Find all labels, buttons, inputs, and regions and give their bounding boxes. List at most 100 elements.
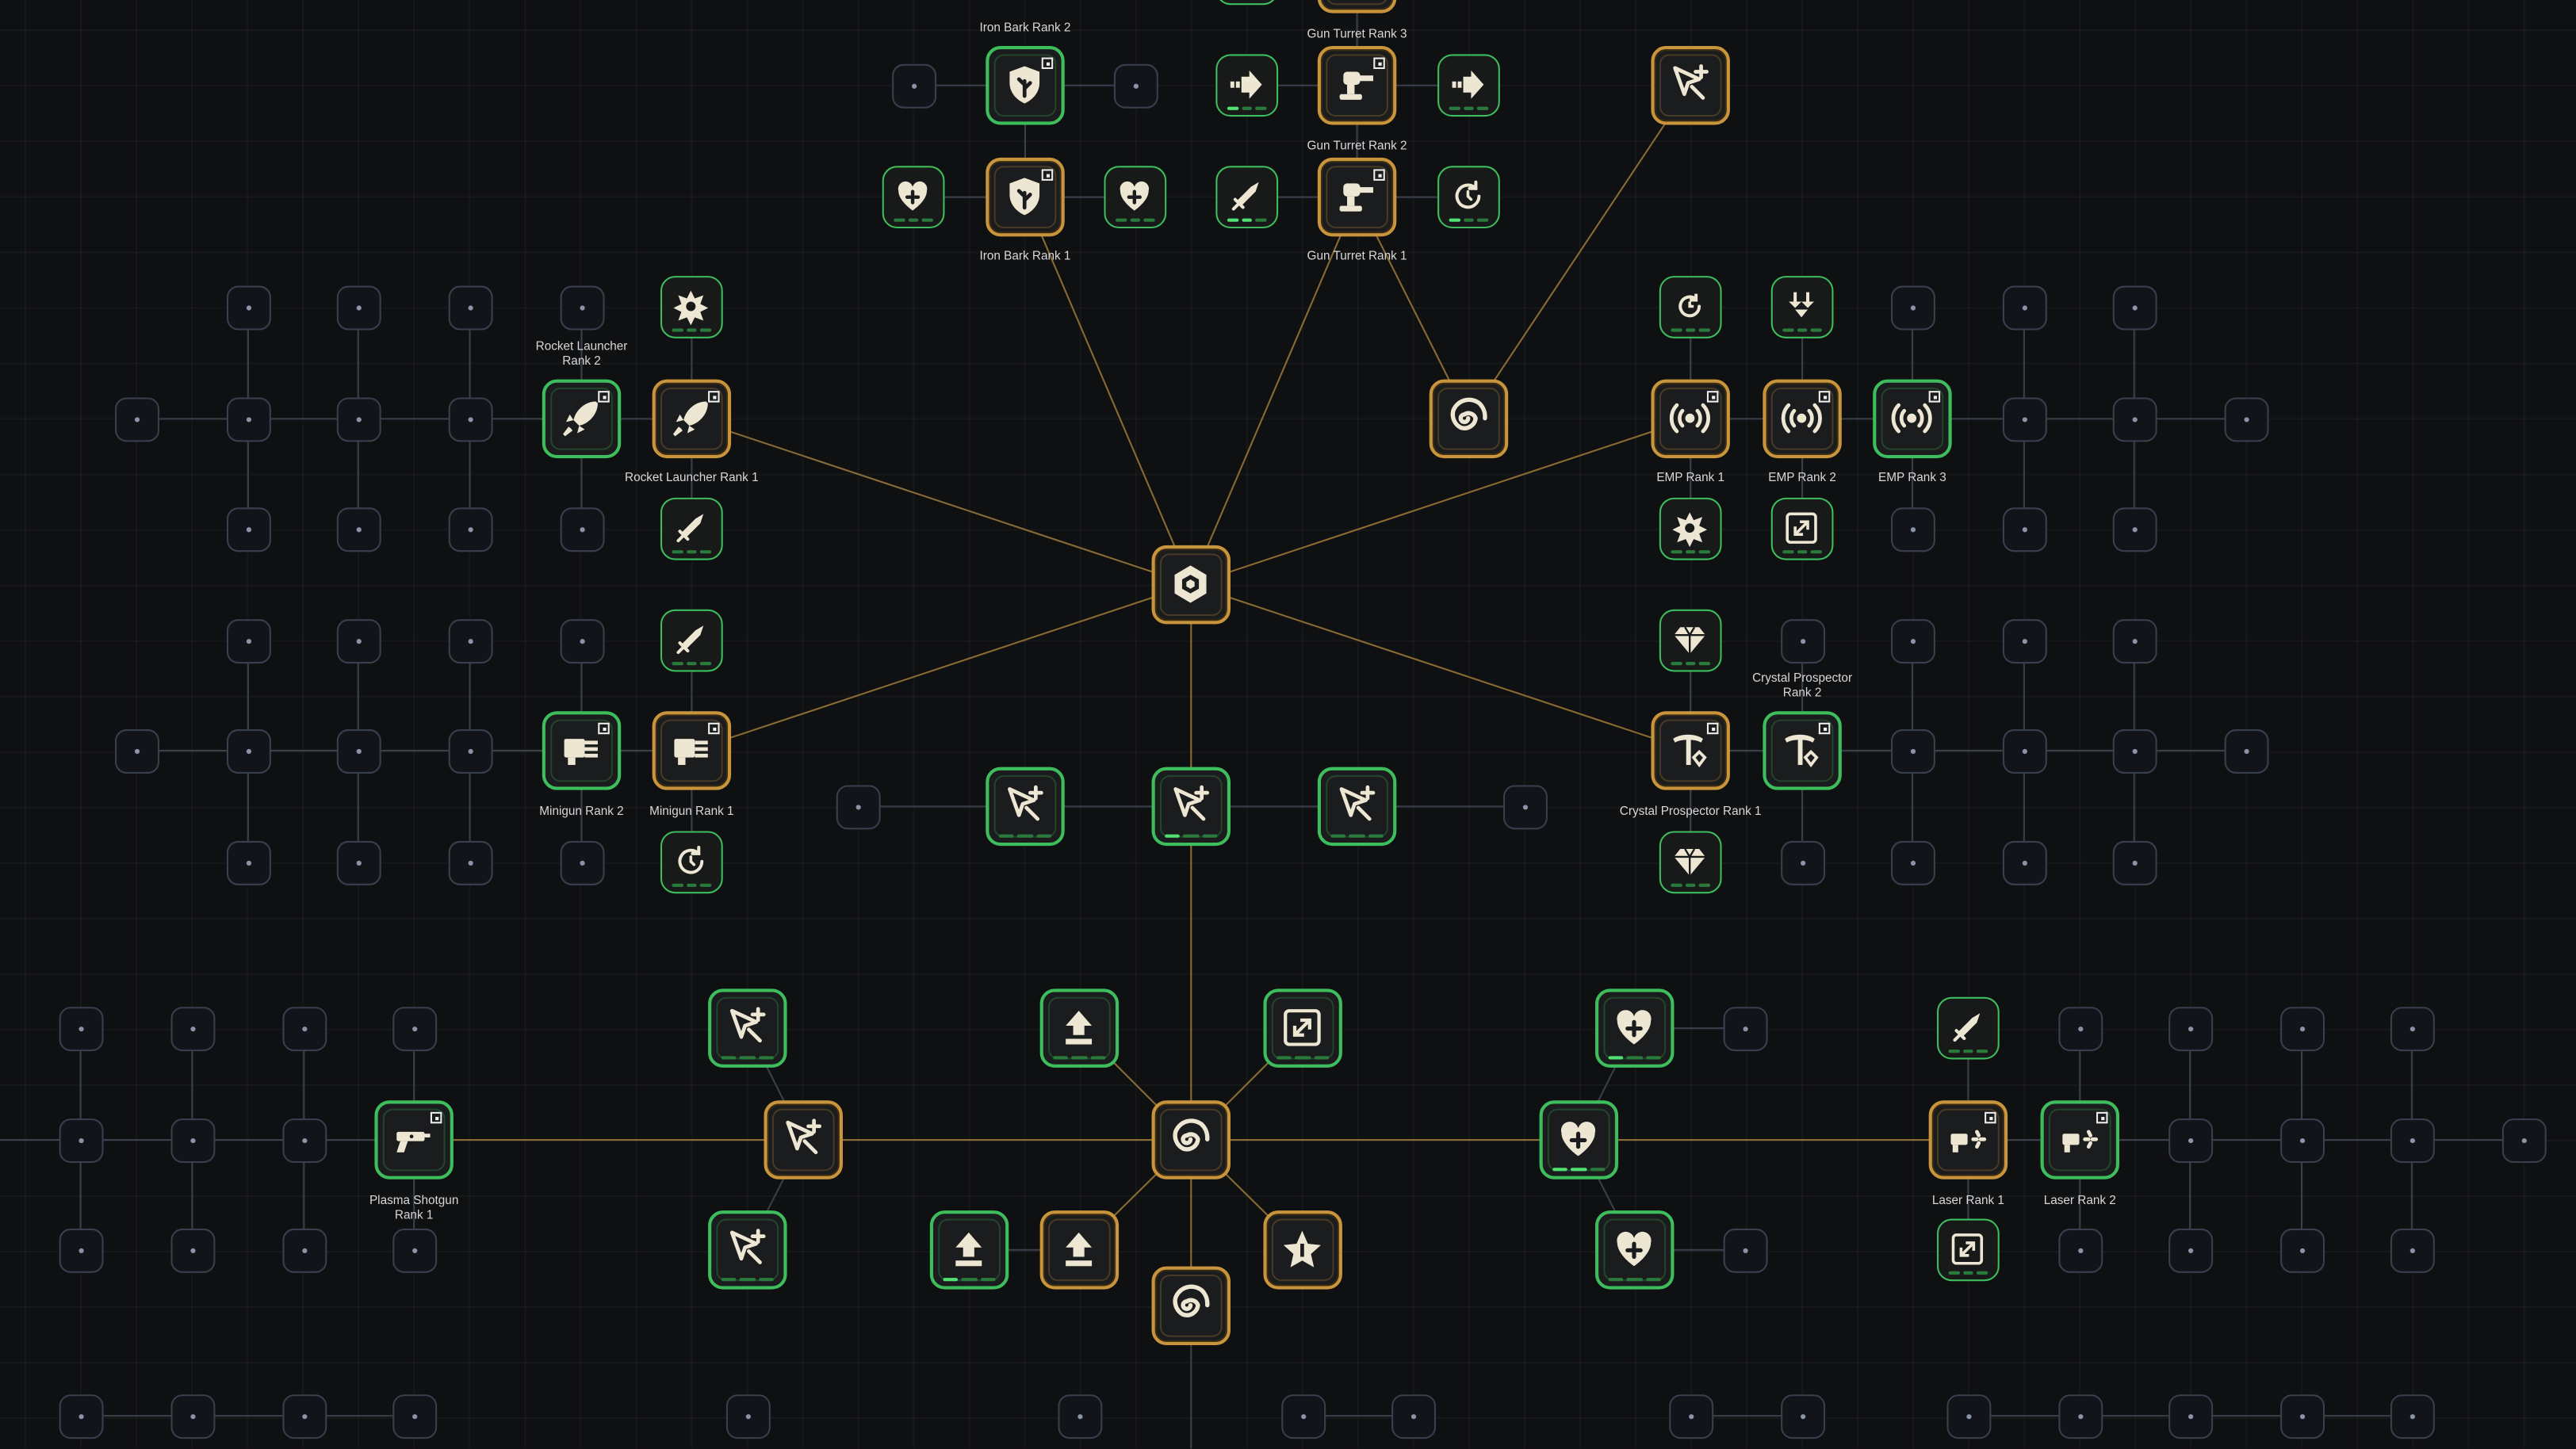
locked-skill-slot[interactable] — [335, 618, 381, 663]
locked-skill-slot[interactable] — [2001, 507, 2046, 552]
skill-node-rocket-launcher-1[interactable] — [652, 379, 732, 459]
skill-node-spiral-top-right[interactable] — [1429, 379, 1509, 459]
locked-skill-slot[interactable] — [835, 784, 880, 829]
locked-skill-slot[interactable] — [2057, 1006, 2103, 1051]
locked-skill-slot[interactable] — [2389, 1006, 2434, 1051]
locked-skill-slot[interactable] — [225, 728, 270, 773]
locked-skill-slot[interactable] — [891, 63, 936, 108]
locked-skill-slot[interactable] — [2057, 1227, 2103, 1272]
skill-node-emp-1[interactable] — [1651, 379, 1730, 459]
locked-skill-slot[interactable] — [392, 1227, 437, 1272]
locked-skill-slot[interactable] — [1946, 1394, 1991, 1439]
locked-skill-slot[interactable] — [2001, 285, 2046, 330]
locked-skill-slot[interactable] — [2223, 728, 2268, 773]
locked-skill-slot[interactable] — [2111, 728, 2157, 773]
skill-node-upload-bottom-top[interactable] — [1039, 988, 1120, 1068]
locked-skill-slot[interactable] — [114, 728, 159, 773]
locked-skill-slot[interactable] — [2389, 1394, 2434, 1439]
locked-skill-slot[interactable] — [725, 1394, 770, 1439]
locked-skill-slot[interactable] — [2001, 728, 2046, 773]
locked-skill-slot[interactable] — [2001, 618, 2046, 663]
locked-skill-slot[interactable] — [335, 839, 381, 885]
skill-node-iron-bark-1[interactable] — [986, 157, 1065, 237]
skill-node-cursor-bottom-left[interactable] — [764, 1100, 843, 1179]
locked-skill-slot[interactable] — [559, 839, 604, 885]
locked-skill-slot[interactable] — [1889, 618, 1935, 663]
locked-skill-slot[interactable] — [58, 1006, 103, 1051]
locked-skill-slot[interactable] — [2168, 1006, 2213, 1051]
skill-node-core-top[interactable] — [1151, 545, 1231, 625]
locked-skill-slot[interactable] — [2389, 1118, 2434, 1163]
locked-skill-slot[interactable] — [170, 1394, 215, 1439]
locked-skill-slot[interactable] — [447, 728, 492, 773]
locked-skill-slot[interactable] — [225, 618, 270, 663]
skill-node-expand-emp[interactable] — [1770, 497, 1834, 560]
locked-skill-slot[interactable] — [2168, 1227, 2213, 1272]
skill-node-gem-cp-top[interactable] — [1659, 609, 1722, 672]
locked-skill-slot[interactable] — [1889, 285, 1935, 330]
locked-skill-slot[interactable] — [1502, 784, 1547, 829]
locked-skill-slot[interactable] — [2001, 396, 2046, 442]
locked-skill-slot[interactable] — [170, 1118, 215, 1163]
skill-node-sword-laser[interactable] — [1937, 996, 2000, 1060]
skill-node-timer-emp[interactable] — [1659, 276, 1722, 338]
skill-node-gun-turret-1[interactable] — [1317, 157, 1397, 237]
locked-skill-slot[interactable] — [2279, 1394, 2324, 1439]
locked-skill-slot[interactable] — [2001, 839, 2046, 885]
locked-skill-slot[interactable] — [225, 507, 270, 552]
skill-node-expand-laser[interactable] — [1937, 1218, 2000, 1282]
skill-node-gun-turret-2[interactable] — [1317, 46, 1397, 125]
skill-node-sword-tl[interactable] — [1215, 166, 1279, 229]
locked-skill-slot[interactable] — [1112, 63, 1158, 108]
locked-skill-slot[interactable] — [225, 396, 270, 442]
locked-skill-slot[interactable] — [447, 507, 492, 552]
locked-skill-slot[interactable] — [1889, 839, 1935, 885]
skill-node-cursor-top-right[interactable] — [1651, 46, 1730, 125]
skill-node-laser-2[interactable] — [2040, 1100, 2120, 1179]
skill-node-burst-rocket[interactable] — [660, 276, 723, 338]
locked-skill-slot[interactable] — [392, 1006, 437, 1051]
skill-node-sword-minigun[interactable] — [660, 609, 723, 672]
skill-node-heart-br-bottom[interactable] — [1595, 1210, 1675, 1290]
locked-skill-slot[interactable] — [1780, 1394, 1825, 1439]
locked-skill-slot[interactable] — [2111, 839, 2157, 885]
skill-node-arrow-tl-1[interactable] — [1215, 54, 1279, 117]
locked-skill-slot[interactable] — [225, 285, 270, 330]
skill-node-minigun-1[interactable] — [652, 711, 732, 790]
locked-skill-slot[interactable] — [1889, 728, 1935, 773]
skill-node-cursor-mid-left[interactable] — [986, 767, 1065, 847]
locked-skill-slot[interactable] — [392, 1394, 437, 1439]
locked-skill-slot[interactable] — [170, 1006, 215, 1051]
locked-skill-slot[interactable] — [2111, 618, 2157, 663]
skill-node-minigun-2[interactable] — [542, 711, 622, 790]
locked-skill-slot[interactable] — [1280, 1394, 1326, 1439]
skill-node-arrow-tl-2[interactable] — [1437, 54, 1500, 117]
locked-skill-slot[interactable] — [335, 285, 381, 330]
locked-skill-slot[interactable] — [1889, 507, 1935, 552]
skill-node-expand-bottom[interactable] — [1263, 988, 1342, 1068]
locked-skill-slot[interactable] — [2501, 1118, 2546, 1163]
locked-skill-slot[interactable] — [559, 507, 604, 552]
skill-node-refresh-minigun[interactable] — [660, 831, 723, 894]
skill-node-sword-rocket[interactable] — [660, 497, 723, 560]
locked-skill-slot[interactable] — [1057, 1394, 1102, 1439]
locked-skill-slot[interactable] — [281, 1394, 327, 1439]
skill-node-gem-cp-bottom[interactable] — [1659, 831, 1722, 894]
skill-node-burst-emp[interactable] — [1659, 497, 1722, 560]
skill-node-cursor-mid-right[interactable] — [1317, 767, 1397, 847]
skill-node-heart-br-mid[interactable] — [1539, 1100, 1619, 1179]
locked-skill-slot[interactable] — [447, 839, 492, 885]
locked-skill-slot[interactable] — [1668, 1394, 1713, 1439]
skill-node-down-emp[interactable] — [1770, 276, 1834, 338]
skill-node-cursor-mid-center[interactable] — [1151, 767, 1231, 847]
locked-skill-slot[interactable] — [335, 728, 381, 773]
locked-skill-slot[interactable] — [2389, 1227, 2434, 1272]
skill-node-emp-2[interactable] — [1763, 379, 1842, 459]
skill-node-core-bottom[interactable] — [1151, 1100, 1231, 1179]
locked-skill-slot[interactable] — [2111, 396, 2157, 442]
skill-node-plasma-shotgun-1[interactable] — [374, 1100, 454, 1179]
skill-node-star-bottom[interactable] — [1263, 1210, 1342, 1290]
locked-skill-slot[interactable] — [2279, 1118, 2324, 1163]
locked-skill-slot[interactable] — [559, 618, 604, 663]
